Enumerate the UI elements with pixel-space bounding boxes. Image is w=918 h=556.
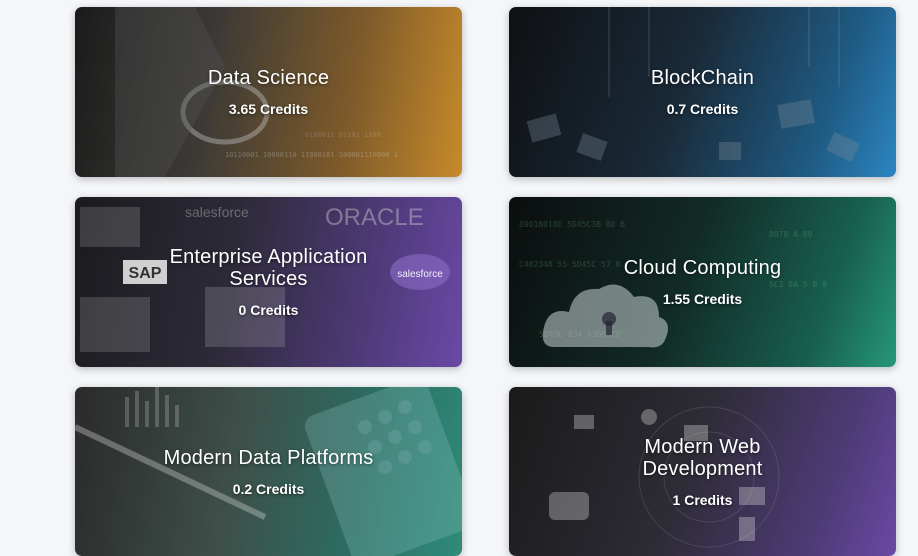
course-credits: 0.2 Credits: [232, 480, 305, 497]
course-title: Data Science: [207, 67, 330, 89]
web-development-background: [549, 406, 780, 548]
blockchain-background: [526, 7, 860, 162]
course-card-enterprise-application-services[interactable]: ORACLE salesforce salesforce SAP Enterpr…: [75, 197, 462, 367]
card-content: Modern Web Development 1 Credits: [509, 387, 896, 556]
course-credits: 3.65 Credits: [228, 101, 309, 117]
course-credits: 1 Credits: [672, 491, 733, 508]
card-content: Enterprise Application Services 0 Credit…: [75, 197, 462, 367]
svg-text:C482348 55 5D45C 57 8: C482348 55 5D45C 57 8: [519, 260, 620, 269]
data-platforms-background: [75, 387, 462, 556]
course-title: BlockChain: [650, 67, 755, 89]
salesforce-logo-text: salesforce: [185, 204, 249, 220]
course-title: Enterprise Application Services: [169, 246, 368, 290]
course-card-modern-data-platforms[interactable]: Modern Data Platforms 0.2 Credits: [75, 387, 462, 556]
cloud-computing-background: 8901B018E 5D45C3B 80 B C482348 55 5D45C …: [519, 220, 827, 348]
course-credits: 0 Credits: [238, 302, 299, 318]
course-card-cloud-computing[interactable]: 8901B018E 5D45C3B 80 B C482348 55 5D45C …: [509, 197, 896, 367]
course-card-blockchain[interactable]: BlockChain 0.7 Credits: [509, 7, 896, 177]
course-grid: 10110001 10000110 11000101 100001110000 …: [75, 7, 896, 556]
card-content: Modern Data Platforms 0.2 Credits: [75, 387, 462, 556]
card-content: BlockChain 0.7 Credits: [509, 7, 896, 177]
sap-logo: SAP: [129, 265, 162, 282]
card-content: Data Science 3.65 Credits: [75, 7, 462, 177]
enterprise-background: ORACLE salesforce salesforce SAP: [80, 204, 450, 352]
course-title: Modern Web Development: [642, 435, 763, 480]
svg-text:B078 A 89: B078 A 89: [769, 230, 813, 239]
svg-text:5C3 8A 5 B 9: 5C3 8A 5 B 9: [769, 280, 827, 289]
course-card-modern-web-development[interactable]: Modern Web Development 1 Credits: [509, 387, 896, 556]
svg-text:8901B018E 5D45C3B 80 B: 8901B018E 5D45C3B 80 B: [519, 220, 625, 229]
course-card-data-science[interactable]: 10110001 10000110 11000101 100001110000 …: [75, 7, 462, 177]
svg-text:0100011 01101 1100: 0100011 01101 1100: [305, 131, 381, 139]
course-credits: 1.55 Credits: [662, 291, 743, 307]
data-science-background: 10110001 10000110 11000101 100001110000 …: [115, 7, 398, 177]
salesforce-cloud-logo: salesforce: [397, 269, 443, 280]
course-credits: 0.7 Credits: [666, 101, 739, 117]
course-title: Modern Data Platforms: [163, 446, 374, 469]
oracle-logo: ORACLE: [325, 204, 424, 231]
card-content: Cloud Computing 1.55 Credits: [509, 197, 896, 367]
svg-text:10110001 10000110 11000101 100: 10110001 10000110 11000101 100001110000 …: [225, 151, 398, 159]
course-title: Cloud Computing: [623, 257, 782, 279]
